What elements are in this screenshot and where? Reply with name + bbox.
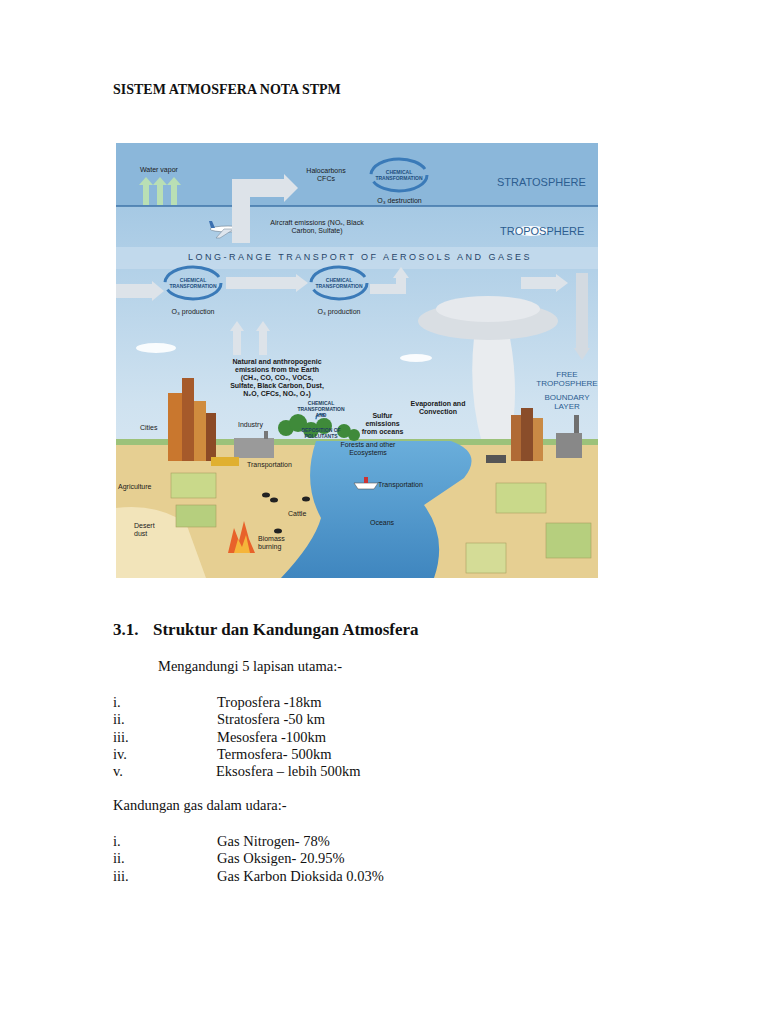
- body-text: Gas Oksigen- 20.95%: [217, 850, 345, 867]
- icon-label: CHEMICAL TRANSFORMATION: [168, 277, 218, 289]
- band-label: LONG-RANGE TRANSPORT OF AEROSOLS AND GAS…: [170, 252, 550, 263]
- forests: [278, 414, 360, 441]
- transport-arrows: [116, 174, 590, 360]
- layer-name: TROPOSPHERE: [500, 225, 584, 238]
- illustration-label: Transportation: [378, 481, 423, 489]
- body-text: iv.: [113, 746, 127, 763]
- body-text: Termosfera- 500km: [217, 746, 332, 763]
- section-heading: Struktur dan Kandungan Atmosfera: [153, 620, 419, 640]
- vehicles-and-animals: [211, 455, 506, 534]
- illustration-label: Agriculture: [118, 483, 151, 491]
- body-text: Kandungan gas dalam udara:-: [113, 797, 287, 814]
- body-text: Gas Karbon Dioksida 0.03%: [217, 868, 384, 885]
- body-text: i.: [113, 833, 121, 850]
- sky: [116, 143, 598, 578]
- illustration-label: Aircraft emissions (NOₓ, Black Carbon, S…: [262, 219, 372, 235]
- body-text: ii.: [113, 850, 125, 867]
- water-vapor-arrows: [139, 177, 181, 205]
- layer-name: BOUNDARY LAYER: [538, 393, 596, 411]
- section-heading: 3.1.: [113, 620, 139, 640]
- atmosphere-illustration: [116, 143, 598, 578]
- body-text: i.: [113, 694, 121, 711]
- illustration-label: Forests and other Ecosystems: [338, 441, 398, 457]
- icon-label: CHEMICAL TRANSFORMATION: [314, 277, 364, 289]
- biomass-fire: [228, 521, 255, 553]
- illustration-label: Cattle: [288, 510, 306, 518]
- cities-and-industry: [168, 378, 582, 461]
- chemical-transformation-icons: [165, 159, 427, 424]
- layer-name: FREE TROPOSPHERE: [536, 370, 599, 388]
- body-text: Gas Nitrogen- 78%: [217, 833, 330, 850]
- body-text: Stratosfera -50 km: [217, 711, 325, 728]
- page-title: SISTEM ATMOSFERA NOTA STPM: [113, 82, 341, 99]
- body-text: Eksosfera – lebih 500km: [216, 763, 361, 780]
- illustration-label: O₃ production: [311, 308, 367, 316]
- illustration-label: Industry: [238, 421, 263, 429]
- body-text: iii.: [113, 729, 129, 746]
- illustration-label: Evaporation and Convection: [408, 400, 468, 416]
- illustration-label: Oceans: [370, 519, 394, 527]
- body-text: iii.: [113, 868, 129, 885]
- illustration-label: O₃ production: [165, 308, 221, 316]
- illustration-label: Water vapor: [140, 166, 190, 174]
- illustration-label: O₃ destruction: [372, 197, 427, 205]
- illustration-label: Transportation: [247, 461, 292, 469]
- illustration-label: Halocarbons CFCs: [300, 167, 352, 183]
- body-text: Mengandungi 5 lapisan utama:-: [158, 658, 342, 675]
- body-text: v.: [113, 763, 123, 780]
- illustration-label: Biomass burning: [258, 535, 296, 551]
- illustration-label: CHEMICAL TRANSFORMATION AND: [297, 400, 346, 418]
- body-text: Troposfera -18km: [217, 694, 322, 711]
- illustration-label: Desert dust: [134, 522, 164, 538]
- layer-name: STRATOSPHERE: [497, 176, 586, 189]
- body-text: Mesosfera -100km: [217, 729, 326, 746]
- illustration-label: Natural and anthropogenic emissions from…: [228, 358, 326, 398]
- illustration-label: Cities: [140, 424, 158, 432]
- icon-label: CHEMICAL TRANSFORMATION: [374, 169, 424, 181]
- illustration-label: Sulfur emissions from oceans: [360, 412, 405, 436]
- body-text: ii.: [113, 711, 125, 728]
- illustration-label: DEPOSITION OF POLLUTANTS: [299, 427, 343, 439]
